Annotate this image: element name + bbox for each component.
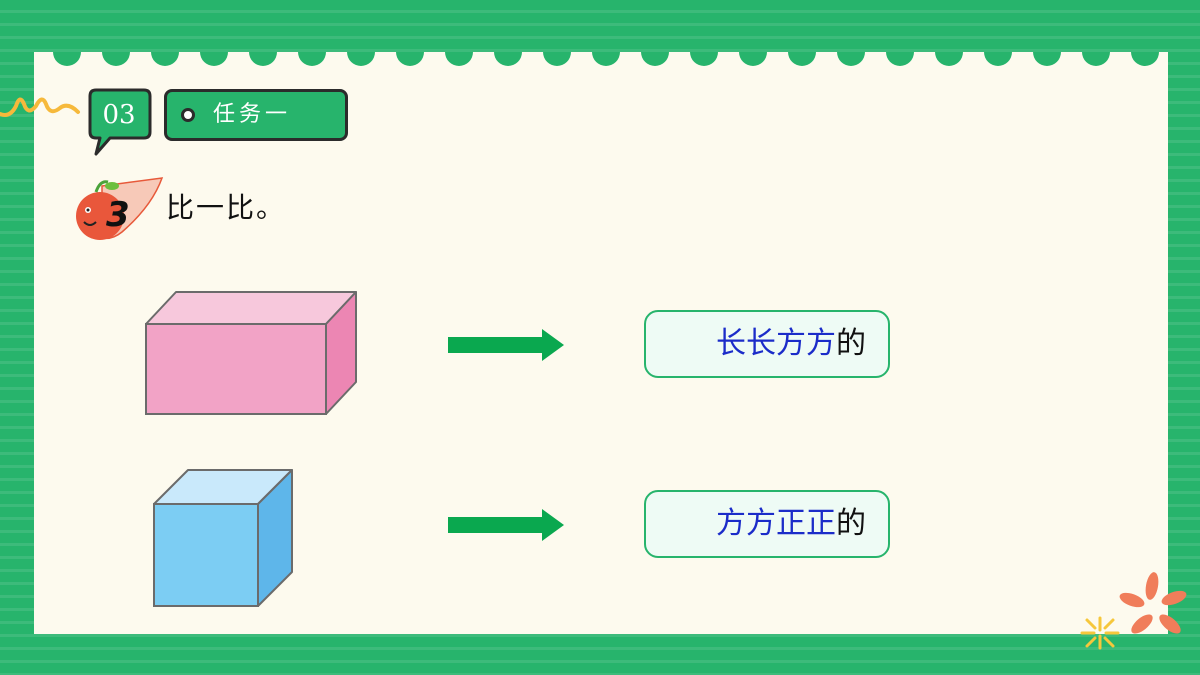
pink-cuboid	[145, 291, 357, 415]
scalloped-edge	[53, 52, 1159, 66]
task-label: 任务一	[213, 102, 292, 127]
section-number: 03	[102, 100, 136, 130]
apple-number-icon: 3	[76, 177, 164, 240]
arrow-right-icon	[448, 509, 564, 541]
answer-suffix: 的	[836, 506, 866, 541]
squiggle-decoration-icon	[0, 97, 80, 117]
flower-decoration-icon	[1080, 572, 1187, 650]
bullet-dot-icon	[181, 108, 195, 122]
exercise-number: 3	[106, 195, 130, 235]
arrow-right-icon	[448, 329, 564, 361]
answer-highlight: 方方正正	[716, 506, 836, 541]
answer-suffix: 的	[836, 326, 866, 361]
blue-cube	[153, 469, 293, 607]
answer-box-cube: 方方正正的	[644, 490, 890, 558]
section-number-badge	[88, 88, 152, 156]
instruction-text: 比一比。	[166, 191, 287, 224]
answer-box-cuboid: 长长方方的	[644, 310, 890, 378]
answer-highlight: 长长方方	[716, 326, 836, 361]
task-label-pill: 任务一	[164, 89, 348, 141]
